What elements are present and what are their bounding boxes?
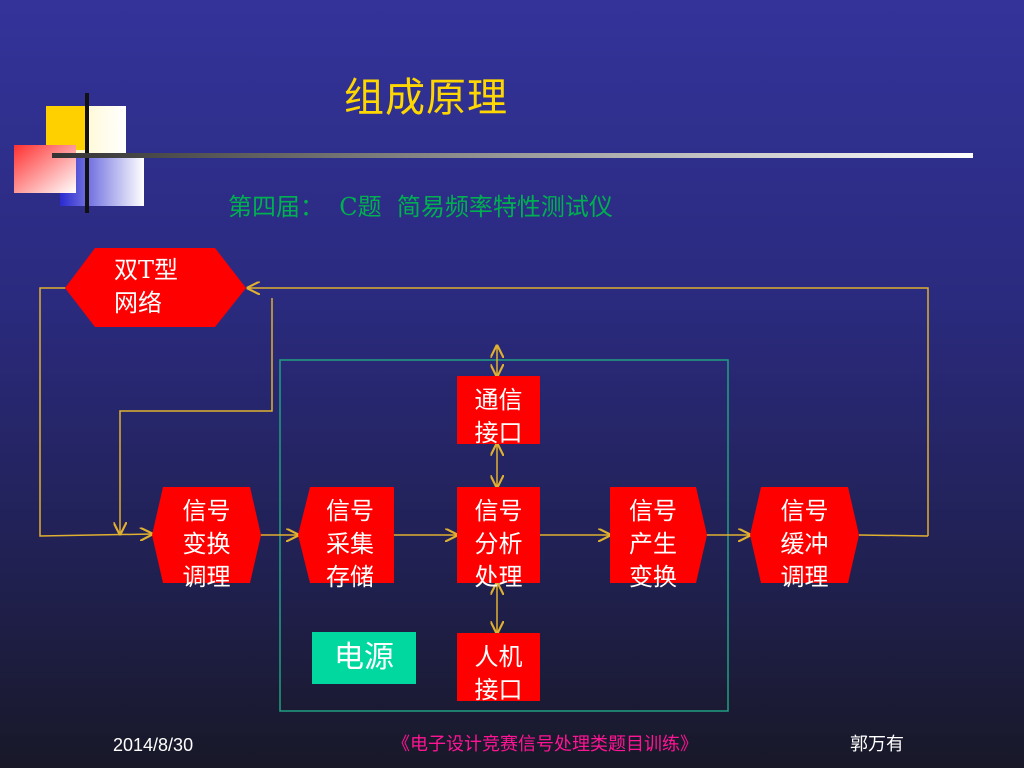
signal-conditioning-label: 信号变换调理 [182,497,231,591]
power-label: 电源 [334,640,394,675]
footer-date: 2014/8/30 [113,735,194,755]
feedback-line-left [39,287,152,536]
buffer-output-line [858,534,929,537]
signal-analysis-block [457,487,540,583]
hmi-interface-block [457,633,540,701]
signal-buffer-block [750,487,859,583]
twin-t-network-block [65,248,246,327]
feedback-line-right [248,288,929,536]
power-block [312,632,416,684]
comm-interface-block [457,376,540,444]
twin-t-network-label: 双T型网络 [114,256,179,317]
title-divider [52,153,973,158]
footer-course-title: 《电子设计竞赛信号处理类题目训练》 [392,734,698,755]
footer-author: 郭万有 [850,734,904,755]
signal-generation-block [610,487,707,583]
signal-generation-label: 信号产生变换 [629,497,677,591]
hmi-interface-label: 人机接口 [474,643,523,704]
signal-buffer-label: 信号缓冲调理 [780,497,829,591]
signal-acquisition-block [298,487,394,583]
comm-interface-label: 通信接口 [474,386,523,447]
twin-t-output-line [120,298,273,534]
signal-analysis-label: 信号分析处理 [474,497,523,591]
signal-conditioning-block [152,487,261,583]
signal-acquisition-label: 信号采集存储 [326,497,374,591]
page-title: 组成原理 [344,75,508,121]
page-subtitle: 第四届： C题 简易频率特性测试仪 [228,193,613,221]
